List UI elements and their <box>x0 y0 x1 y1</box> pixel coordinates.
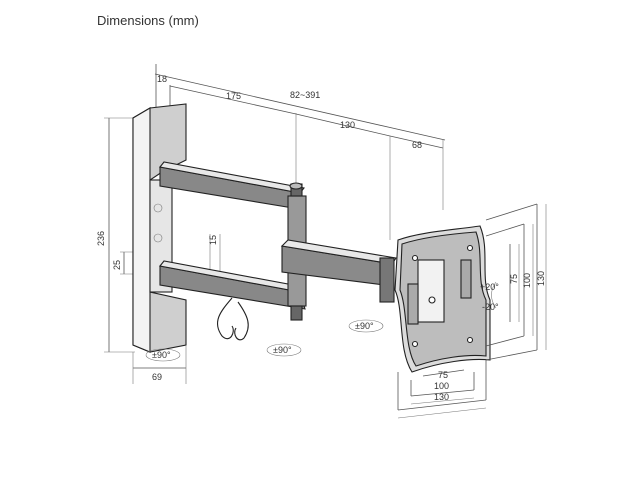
dim-vesa-h-75: 75 <box>438 370 448 380</box>
dim-vesa-h-100: 100 <box>434 381 449 391</box>
outer-arm <box>280 239 397 303</box>
dim-total-reach: 82~391 <box>290 90 320 100</box>
tilt-up-label: +20° <box>480 282 499 292</box>
tv-plate <box>394 225 491 373</box>
top-dimension-lines <box>154 64 446 240</box>
dim-wall-width: 69 <box>152 372 162 382</box>
tilt-arc <box>491 281 497 309</box>
vesa-frames <box>397 203 547 419</box>
dim-vesa-v-75: 75 <box>509 274 519 284</box>
dim-arm-inner: 175 <box>226 91 241 101</box>
dim-vesa-v-100: 100 <box>522 273 532 288</box>
plate-swivel-label: ±90° <box>355 321 374 331</box>
cable-hooks <box>217 297 249 341</box>
dim-arm-outer: 130 <box>340 120 355 130</box>
dim-plate-offset: 68 <box>412 140 422 150</box>
tilt-down-label: -20° <box>482 302 499 312</box>
swivel-indicators <box>145 319 384 362</box>
inner-arms <box>158 161 306 310</box>
dim-top-small: 18 <box>157 74 167 84</box>
wall-plate <box>132 103 187 353</box>
mid-swivel-label: ±90° <box>273 345 292 355</box>
wall-swivel-label: ±90° <box>152 350 171 360</box>
page-title: Dimensions (mm) <box>97 13 199 28</box>
dim-height: 236 <box>96 231 106 246</box>
dim-vesa-h-130: 130 <box>434 392 449 402</box>
dim-vesa-v-130: 130 <box>536 271 546 286</box>
dim-arm-gap: 25 <box>112 260 122 270</box>
dim-arm-thickness: 15 <box>208 235 218 245</box>
